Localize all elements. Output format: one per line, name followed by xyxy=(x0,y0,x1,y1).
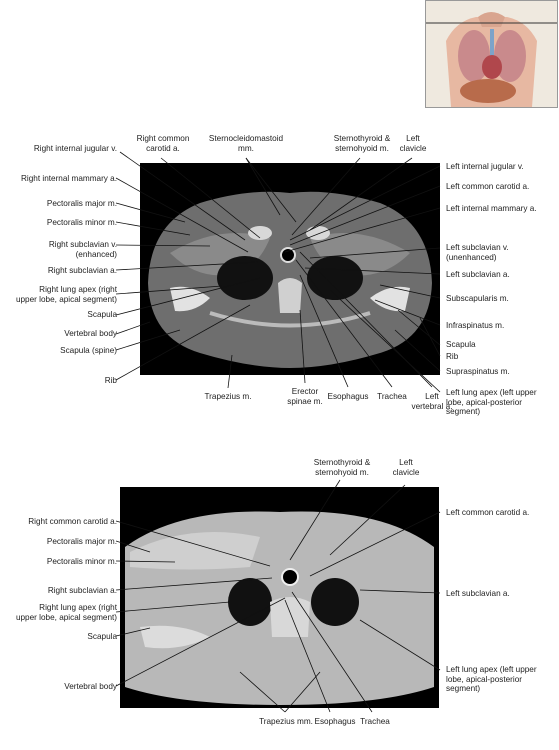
label-left-vertebral-a: Left vertebral a. xyxy=(411,392,453,411)
label-left-internal-jugular-v: Left internal jugular v. xyxy=(446,162,524,171)
ct-scan-lower xyxy=(120,487,439,708)
label-left-subclavian-a: Left subclavian a. xyxy=(446,270,510,279)
label-left-clavicle-2: Left clavicle xyxy=(392,458,420,477)
label-right-internal-mammary-a: Right internal mammary a. xyxy=(20,174,117,183)
torso-illustration xyxy=(426,1,557,107)
label-trachea-2: Trachea xyxy=(360,717,390,726)
label-sternothyroid-sternohyoid-m: Sternothyroid & sternohyoid m. xyxy=(333,134,391,153)
label-subscapularis-m: Subscapularis m. xyxy=(446,294,509,303)
label-scapula: Scapula xyxy=(87,310,117,319)
label-vertebral-body: Vertebral body xyxy=(64,329,117,338)
label-pectoralis-minor-m: Pectoralis minor m. xyxy=(46,218,117,227)
anatomy-inset-thumbnail xyxy=(425,0,558,108)
label-trapezius-m: Trapezius m. xyxy=(204,392,252,401)
label-right-subclavian-v: Right subclavian v. (enhanced) xyxy=(48,240,117,259)
label-right-lung-apex-2: Right lung apex (right upper lobe, apica… xyxy=(15,603,117,622)
label-right-lung-apex: Right lung apex (right upper lobe, apica… xyxy=(15,285,117,304)
label-right-internal-jugular-v: Right internal jugular v. xyxy=(33,144,117,153)
label-trapezius-mm: Trapezius mm. xyxy=(259,717,313,726)
label-rib: Rib xyxy=(104,376,117,385)
label-left-internal-mammary-a: Left internal mammary a. xyxy=(446,204,537,213)
ct-image-lower xyxy=(120,487,439,708)
label-left-subclavian-v: Left subclavian v. (unenhanced) xyxy=(446,243,509,262)
label-trachea: Trachea xyxy=(377,392,407,401)
label-vertebral-body-2: Vertebral body xyxy=(64,682,117,691)
label-rib-right: Rib xyxy=(446,352,459,361)
label-esophagus-2: Esophagus xyxy=(314,717,356,726)
label-esophagus: Esophagus xyxy=(327,392,369,401)
label-sternothyroid-sternohyoid-m-2: Sternothyroid & sternohyoid m. xyxy=(313,458,371,477)
label-scapula-spine: Scapula (spine) xyxy=(60,346,117,355)
label-scapula-2: Scapula xyxy=(87,632,117,641)
label-left-common-carotid-a-2: Left common carotid a. xyxy=(446,508,530,517)
label-pectoralis-major-m-2: Pectoralis major m. xyxy=(46,537,117,546)
label-left-lung-apex-2: Left lung apex (left upper lobe, apical-… xyxy=(446,665,537,694)
label-right-common-carotid-a: Right common carotid a. xyxy=(136,134,190,153)
label-scapula-right: Scapula xyxy=(446,340,476,349)
label-right-subclavian-a-2: Right subclavian a. xyxy=(47,586,117,595)
label-sternocleidomastoid-mm: Sternocleidomastoid mm. xyxy=(208,134,284,153)
label-left-clavicle: Left clavicle xyxy=(399,134,427,153)
label-right-common-carotid-a-2: Right common carotid a. xyxy=(28,517,117,526)
label-pectoralis-minor-m-2: Pectoralis minor m. xyxy=(46,557,117,566)
label-supraspinatus-m: Supraspinatus m. xyxy=(446,367,510,376)
label-infraspinatus-m: Infraspinatus m. xyxy=(446,321,505,330)
label-left-subclavian-a-2: Left subclavian a. xyxy=(446,589,510,598)
label-left-common-carotid-a: Left common carotid a. xyxy=(446,182,530,191)
label-left-lung-apex: Left lung apex (left upper lobe, apical-… xyxy=(446,388,537,417)
label-pectoralis-major-m: Pectoralis major m. xyxy=(46,199,117,208)
label-erector-spinae-m: Erector spinae m. xyxy=(287,387,323,406)
label-right-subclavian-a: Right subclavian a. xyxy=(47,266,117,275)
